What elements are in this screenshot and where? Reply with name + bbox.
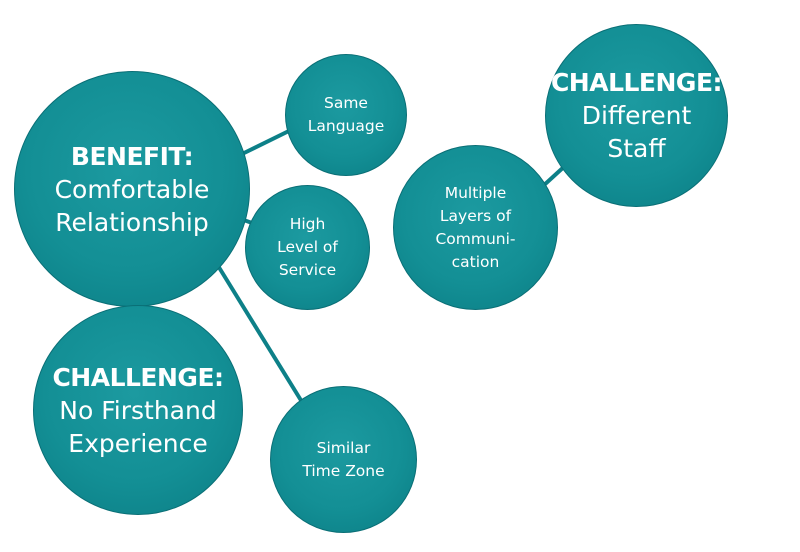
multiple-layers-line-2: Layers of <box>439 206 512 225</box>
same-language-bubble: Same Language <box>285 54 407 176</box>
benefit-heading: BENEFIT: <box>70 141 194 171</box>
challenge-staff-line-1: Different <box>581 101 692 130</box>
challenge-staff-line-2: Staff <box>607 134 666 163</box>
similar-time-line-1: Similar <box>316 438 371 457</box>
benefit-line-1: Comfortable <box>54 174 210 204</box>
connector-benefit-similar-time <box>210 254 304 404</box>
multiple-layers-line-4: cation <box>451 252 500 271</box>
connector-benefit-same-language <box>239 126 296 157</box>
high-service-bubble: High Level of Service <box>245 185 370 310</box>
similar-time-zone-bubble: Similar Time Zone <box>270 386 417 533</box>
challenge-firsthand-line-1: No Firsthand <box>59 395 217 425</box>
same-language-line-1: Same <box>324 94 368 112</box>
high-service-line-3: Service <box>278 261 337 279</box>
challenge-firsthand-bubble: CHALLENGE: No Firsthand Experience <box>33 305 243 515</box>
multiple-layers-line-1: Multiple <box>444 183 507 202</box>
benefit-bubble: BENEFIT: Comfortable Relationship <box>14 71 250 307</box>
challenge-firsthand-heading: CHALLENGE: <box>52 362 224 392</box>
multiple-layers-line-3: Communi- <box>435 229 516 248</box>
high-service-line-1: High <box>289 215 326 233</box>
high-service-line-2: Level of <box>277 238 338 256</box>
similar-time-line-2: Time Zone <box>302 461 385 480</box>
challenge-staff-heading: CHALLENGE: <box>550 68 723 97</box>
challenge-firsthand-line-2: Experience <box>68 428 208 458</box>
benefit-line-2: Relationship <box>55 207 209 237</box>
challenge-staff-bubble: CHALLENGE: Different Staff <box>545 24 728 207</box>
multiple-layers-bubble: Multiple Layers of Communi- cation <box>393 145 558 310</box>
same-language-line-2: Language <box>307 117 385 135</box>
